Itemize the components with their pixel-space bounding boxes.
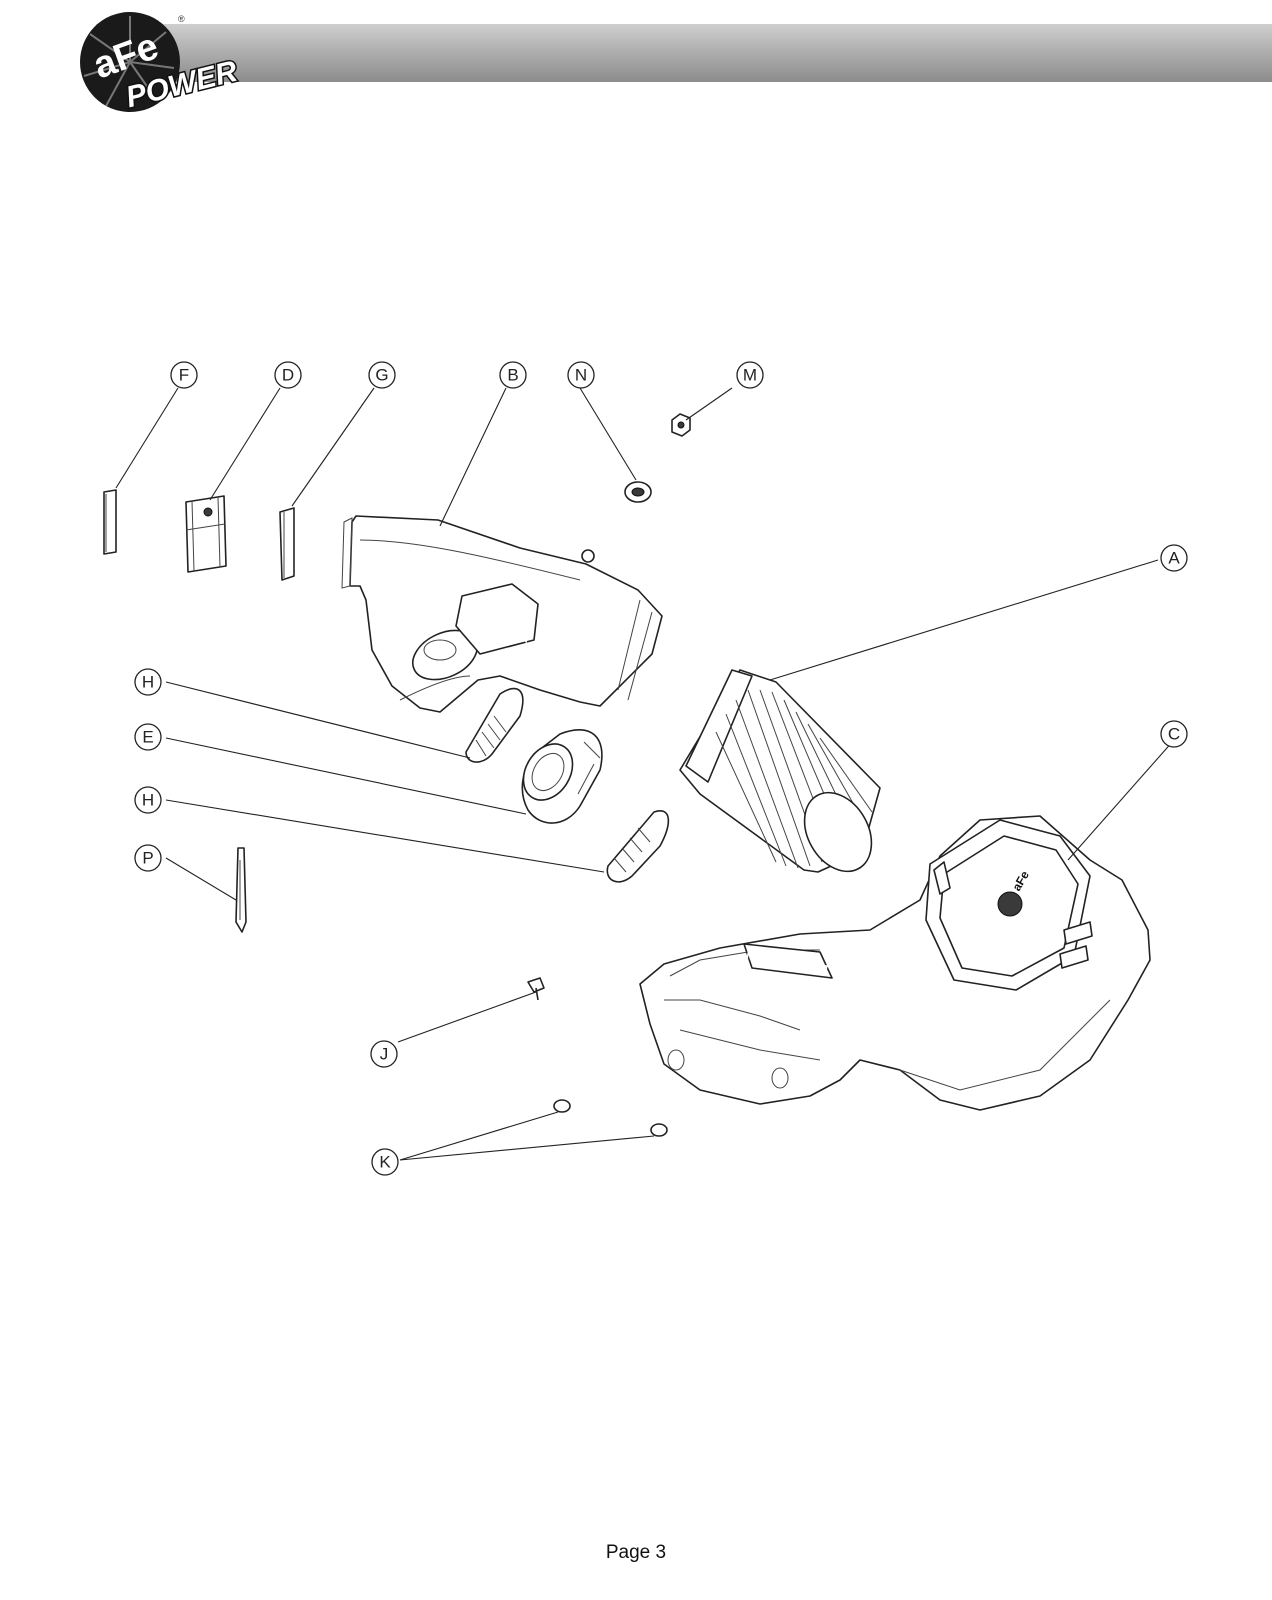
part-h-upper-clamp	[465, 687, 524, 763]
callout-e-label: E	[142, 728, 153, 747]
logo-registered-mark: ®	[178, 14, 185, 24]
leader-d	[209, 387, 281, 501]
part-j-push-pin	[527, 977, 545, 1001]
leader-p	[165, 857, 237, 901]
leader-b	[439, 387, 507, 527]
callout-b-label: B	[507, 366, 518, 385]
leader-lines	[115, 387, 1175, 1161]
callout-a: A	[1160, 544, 1188, 572]
part-d-coupler	[185, 495, 227, 573]
callout-h-upper: H	[134, 668, 162, 696]
callout-k-label: K	[379, 1153, 391, 1172]
callout-b: B	[499, 361, 527, 389]
logo-turbine-icon	[83, 16, 175, 107]
callout-f: F	[170, 361, 198, 389]
leader-n	[579, 387, 637, 481]
part-g-coupler	[279, 507, 295, 581]
callout-k: K	[371, 1148, 399, 1176]
leader-c	[1067, 739, 1175, 861]
leader-e	[165, 737, 527, 815]
leader-m	[685, 387, 733, 421]
part-p-zip-tie	[235, 847, 247, 933]
leader-g	[291, 387, 375, 507]
leader-a	[769, 559, 1159, 681]
part-m-nut	[671, 413, 691, 437]
leader-k-2	[399, 1135, 655, 1161]
callout-c: C	[1160, 720, 1188, 748]
callout-g: G	[368, 361, 396, 389]
callout-g-label: G	[375, 366, 388, 385]
leader-h-lower	[165, 799, 605, 873]
part-n-grommet	[624, 481, 652, 503]
callout-h-lower-label: H	[142, 791, 154, 810]
leader-k-1	[399, 1111, 559, 1161]
callout-f-label: F	[179, 366, 189, 385]
part-e-coupler	[521, 729, 603, 824]
part-c-air-box: aFe MOMENTUM GT	[639, 815, 1151, 1111]
part-a-air-filter	[679, 669, 881, 873]
part-k-plugs	[553, 1099, 668, 1137]
callout-p-label: P	[142, 849, 153, 868]
callout-d: D	[274, 361, 302, 389]
callout-j: J	[370, 1040, 398, 1068]
callout-c-label: C	[1168, 725, 1180, 744]
callout-n: N	[567, 361, 595, 389]
header-bar	[96, 24, 1272, 82]
leader-j	[397, 991, 537, 1043]
part-b-intake-tube: aFe POWER	[341, 515, 663, 713]
leader-f	[115, 387, 179, 489]
callout-h-upper-label: H	[142, 673, 154, 692]
part-h-lower-clamp	[606, 810, 670, 883]
callout-j-label: J	[380, 1045, 389, 1064]
afe-power-logo: aFe POWER ®	[80, 12, 242, 116]
callout-m: M	[736, 361, 764, 389]
callout-m-label: M	[743, 366, 757, 385]
leader-h-upper	[165, 681, 471, 759]
callout-p: P	[134, 844, 162, 872]
page-number: Page 3	[605, 1542, 667, 1563]
callout-d-label: D	[282, 366, 294, 385]
part-f-coupler	[103, 489, 117, 555]
callout-e: E	[134, 723, 162, 751]
callout-n-label: N	[575, 366, 587, 385]
callout-h-lower: H	[134, 786, 162, 814]
callout-a-label: A	[1168, 549, 1180, 568]
